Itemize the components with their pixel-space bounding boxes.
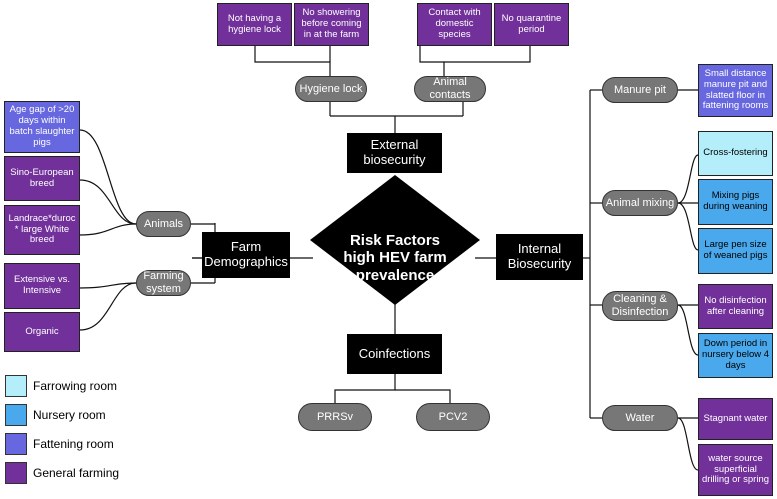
sub-animals: Animals [136,211,191,237]
legend-label-general: General farming [33,466,120,480]
center-diamond [310,175,480,305]
sub-manure-pit: Manure pit [602,77,678,103]
leaf-organic: Organic [4,312,80,352]
category-internal-biosecurity: Internal Biosecurity [496,234,583,280]
leaf-sino-european: Sino-European breed [4,156,80,201]
leaf-landrace: Landrace*duroc * large White breed [4,205,80,255]
leaf-age-gap: Age gap of >20 days within batch slaught… [4,101,80,153]
leaf-water-source: water source superficial drilling or spr… [698,444,773,496]
legend-swatch-farrowing [5,375,27,397]
sub-water: Water [602,405,678,431]
leaf-cross-fostering: Cross-fostering [698,131,773,176]
leaf-no-hygiene-lock: Not having a hygiene lock [217,3,292,46]
leaf-no-showering: No showering before coming in at the far… [294,3,369,46]
leaf-no-quarantine: No quarantine period [494,3,569,46]
sub-pcv2: PCV2 [416,403,490,431]
center-title: Risk Factors high HEV farm prevalence [343,232,447,284]
category-farm-demographics: Farm Demographics [202,232,290,278]
legend-label-farrowing: Farrowing room [33,379,118,393]
leaf-stagnant-water: Stagnant water [698,398,773,440]
sub-animal-mixing: Animal mixing [602,190,678,216]
leaf-large-pen: Large pen size of weaned pigs [698,228,773,274]
sub-cleaning-disinfection: Cleaning & Disinfection [602,291,678,321]
legend-label-fattening: Fattening room [33,437,114,451]
legend-swatch-fattening [5,433,27,455]
leaf-small-distance: Small distance manure pit and slatted fl… [698,64,773,117]
sub-hygiene-lock: Hygiene lock [295,76,367,102]
leaf-extensive: Extensive vs. Intensive [4,263,80,309]
sub-farming-system: Farming system [136,270,191,296]
sub-animal-contacts: Animal contacts [414,76,486,102]
legend-swatch-general [5,462,27,484]
leaf-down-period: Down period in nursery below 4 days [698,333,773,378]
legend-label-nursery: Nursery room [33,408,106,422]
category-external-biosecurity: External biosecurity [347,133,442,173]
leaf-contact-domestic: Contact with domestic species [417,3,492,46]
leaf-no-disinfection: No disinfection after cleaning [698,284,773,329]
legend-swatch-nursery [5,404,27,426]
category-coinfections: Coinfections [347,334,442,374]
sub-prrsv: PRRSv [298,403,372,431]
leaf-mixing-weaning: Mixing pigs during weaning [698,179,773,225]
